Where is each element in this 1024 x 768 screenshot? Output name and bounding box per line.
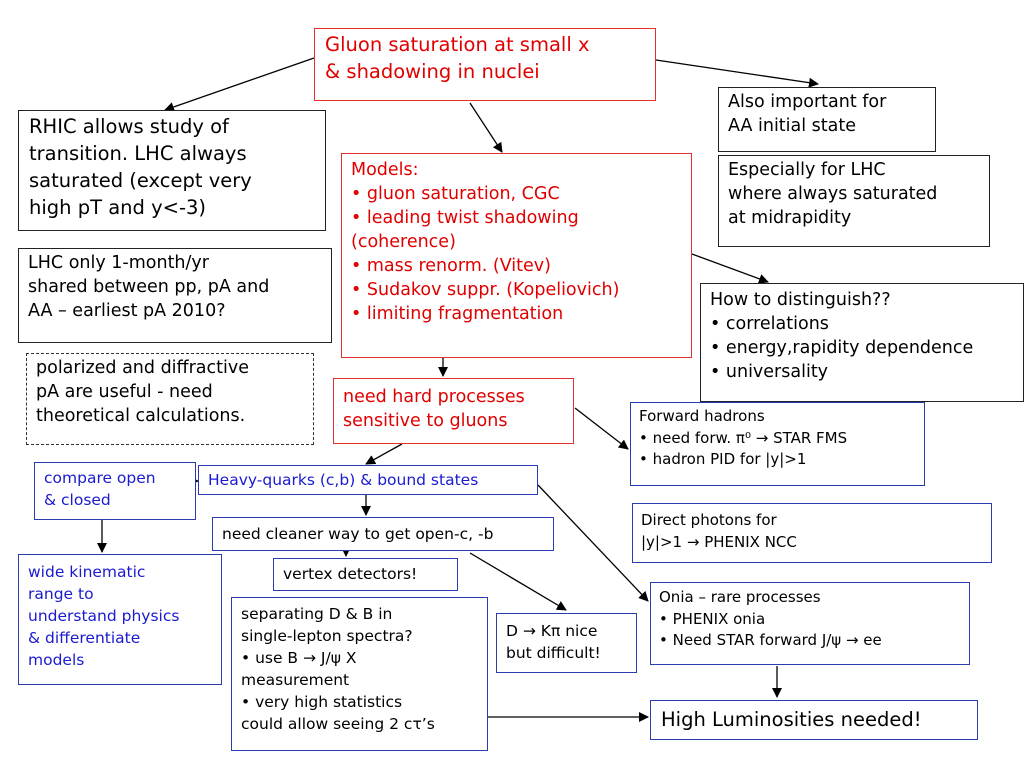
- cleaner-box: need cleaner way to get open-c, -b: [212, 517, 554, 551]
- lhc-line: shared between pp, pA and: [28, 277, 270, 297]
- aa-line: Also important for: [728, 92, 887, 112]
- wide-kinematic-line: wide kinematic: [28, 563, 146, 581]
- rhic-line: transition. LHC always: [29, 142, 247, 165]
- hard-processes-box: need hard processes sensitive to gluons: [333, 378, 574, 444]
- rhic-line: RHIC allows study of: [29, 115, 229, 138]
- high-luminosities-line: High Luminosities needed!: [661, 708, 922, 731]
- title-line: Gluon saturation at small x: [325, 33, 590, 56]
- models-line: (coherence): [351, 232, 456, 252]
- heavy-quarks-box: Heavy-quarks (c,b) & bound states: [198, 465, 538, 495]
- lhc-line: AA – earliest pA 2010?: [28, 301, 226, 321]
- d-to-kpi-box: D → Kπ nice but difficult!: [496, 613, 637, 673]
- forward-hadrons-line: • need forw. π⁰ → STAR FMS: [639, 428, 848, 447]
- arrow-cleaner-to-dk: [469, 552, 567, 611]
- separating-line: measurement: [241, 671, 350, 689]
- separating-box: separating D & B in single-lepton spectr…: [231, 597, 488, 751]
- distinguish-line: • correlations: [710, 314, 829, 334]
- models-line: • limiting fragmentation: [351, 304, 564, 324]
- onia-line: Onia – rare processes: [659, 588, 821, 606]
- rhic-line: saturated (except very: [29, 169, 252, 192]
- models-line: • gluon saturation, CGC: [351, 184, 560, 204]
- separating-line: could allow seeing 2 cτ’s: [241, 715, 435, 733]
- arrow-title-to-models: [469, 102, 503, 153]
- aa-line: AA initial state: [728, 116, 857, 136]
- wide-kinematic-line: understand physics: [28, 607, 180, 625]
- wide-kinematic-line: models: [28, 651, 85, 669]
- forward-hadrons-line: Forward hadrons: [639, 407, 765, 425]
- cleaner-line: need cleaner way to get open-c, -b: [222, 525, 494, 543]
- separating-line: single-lepton spectra?: [241, 627, 413, 645]
- arrow-title-to-rhic: [164, 57, 315, 112]
- rhic-box: RHIC allows study of transition. LHC alw…: [18, 110, 326, 231]
- polarized-box: polarized and diffractive pA are useful …: [26, 353, 314, 445]
- vertex-box: vertex detectors!: [273, 558, 458, 591]
- compare-box: compare open & closed: [34, 462, 196, 520]
- wide-kinematic-box: wide kinematic range to understand physi…: [18, 554, 222, 685]
- high-luminosities-box: High Luminosities needed!: [650, 700, 978, 740]
- separating-line: • very high statistics: [241, 693, 403, 711]
- distinguish-line: • universality: [710, 362, 829, 382]
- wide-kinematic-line: & differentiate: [28, 629, 141, 647]
- distinguish-box: How to distinguish?? • correlations • en…: [700, 283, 1024, 402]
- wide-kinematic-line: range to: [28, 585, 94, 603]
- direct-photons-line: Direct photons for: [641, 511, 777, 529]
- polarized-line: pA are useful - need: [36, 382, 213, 402]
- lhc-saturated-line: Especially for LHC: [728, 160, 886, 180]
- arrow-title-to-aa: [655, 59, 819, 88]
- hard-processes-line: need hard processes: [343, 387, 525, 407]
- arrow-models-to-distinguish: [691, 253, 769, 284]
- rhic-line: high pT and y<-3): [29, 196, 207, 219]
- d-to-kpi-line: but difficult!: [506, 644, 601, 662]
- title-box: Gluon saturation at small x & shadowing …: [314, 28, 656, 101]
- lhc-line: LHC only 1-month/yr: [28, 253, 209, 273]
- d-to-kpi-line: D → Kπ nice: [506, 622, 598, 640]
- arrow-hard-to-forward: [574, 407, 629, 450]
- forward-hadrons-line: • hadron PID for |y|>1: [639, 450, 807, 468]
- compare-line: compare open: [44, 469, 156, 487]
- models-line: • mass renorm. (Vitev): [351, 256, 551, 276]
- separating-line: separating D & B in: [241, 605, 393, 623]
- compare-line: & closed: [44, 491, 111, 509]
- models-line: • Sudakov suppr. (Kopeliovich): [351, 280, 620, 300]
- polarized-line: theoretical calculations.: [36, 406, 246, 426]
- lhc-box: LHC only 1-month/yr shared between pp, p…: [18, 248, 332, 343]
- hard-processes-line: sensitive to gluons: [343, 411, 508, 431]
- arrow-heavy-to-onia: [537, 484, 649, 602]
- aa-box: Also important for AA initial state: [718, 87, 936, 152]
- distinguish-line: How to distinguish??: [710, 290, 891, 310]
- direct-photons-box: Direct photons for |y|>1 → PHENIX NCC: [632, 503, 992, 563]
- separating-line: • use B → J/ψ X: [241, 649, 357, 667]
- onia-line: • PHENIX onia: [659, 609, 766, 628]
- distinguish-line: • energy,rapidity dependence: [710, 338, 974, 358]
- models-line: • leading twist shadowing: [351, 208, 579, 228]
- forward-hadrons-box: Forward hadrons • need forw. π⁰ → STAR F…: [630, 402, 925, 486]
- direct-photons-line: |y|>1 → PHENIX NCC: [641, 532, 797, 551]
- polarized-line: polarized and diffractive: [36, 358, 249, 378]
- lhc-saturated-box: Especially for LHC where always saturate…: [718, 155, 990, 247]
- models-box: Models: • gluon saturation, CGC • leadin…: [341, 153, 692, 358]
- vertex-line: vertex detectors!: [283, 565, 418, 583]
- models-line: Models:: [351, 160, 419, 180]
- arrow-hard-to-heavy: [365, 443, 403, 465]
- lhc-saturated-line: where always saturated: [728, 184, 938, 204]
- title-line: & shadowing in nuclei: [325, 60, 540, 83]
- onia-box: Onia – rare processes • PHENIX onia • Ne…: [650, 582, 970, 665]
- lhc-saturated-line: at midrapidity: [728, 208, 852, 228]
- onia-line: • Need STAR forward J/ψ → ee: [659, 631, 882, 649]
- heavy-quarks-line: Heavy-quarks (c,b) & bound states: [208, 471, 479, 489]
